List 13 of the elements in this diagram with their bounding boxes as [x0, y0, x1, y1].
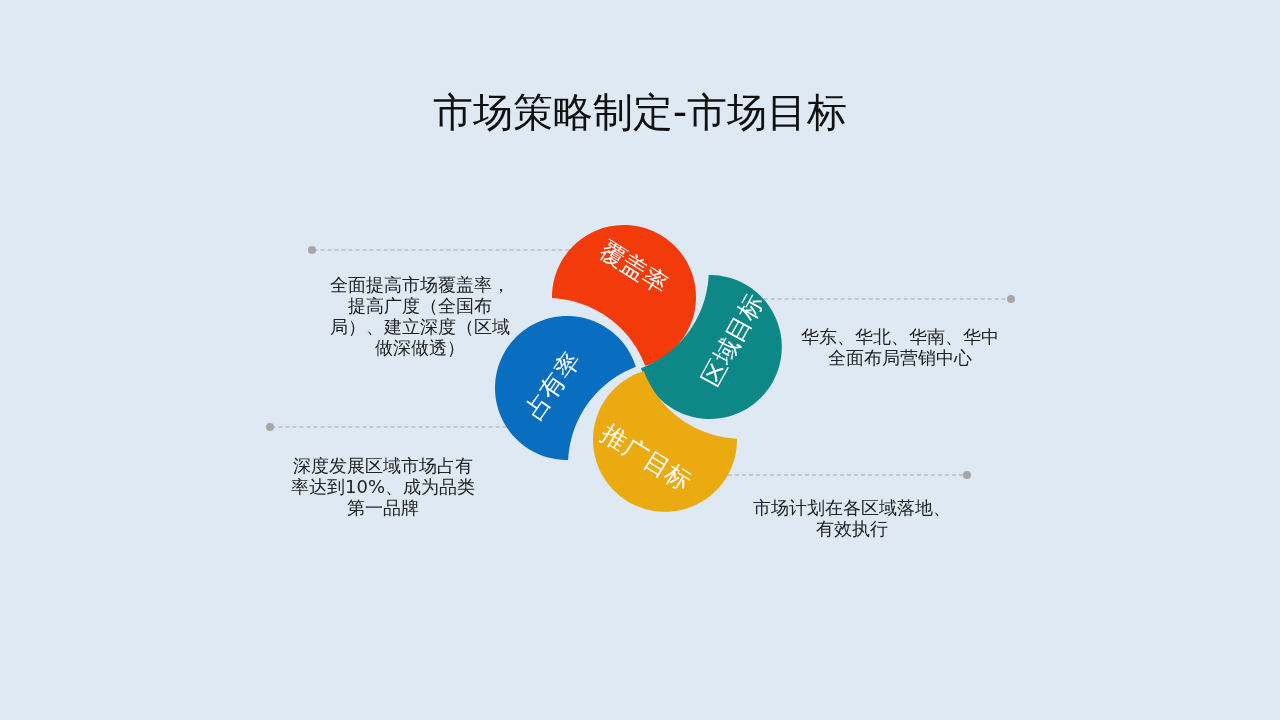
leader-line [763, 295, 1015, 303]
description-text: 深度发展区域市场占有率达到10%、成为品类第一品牌 [290, 455, 476, 518]
petal-label: 推广目标 [595, 418, 697, 498]
leader-line [266, 423, 507, 431]
description-text: 市场计划在各区域落地、有效执行 [752, 497, 952, 539]
petal-label: 占有率 [519, 346, 587, 426]
petal-label: 区域目标 [695, 289, 771, 391]
leader-line [727, 471, 971, 479]
title: 市场策略制定-市场目标 [432, 88, 848, 137]
description-text: 全面提高市场覆盖率，提高广度（全国布局）、建立深度（区域做深做透） [329, 274, 511, 358]
description-text: 华东、华北、华南、华中全面布局营销中心 [800, 326, 1000, 368]
petal-label: 覆盖率 [594, 235, 674, 301]
leader-line [308, 246, 570, 254]
